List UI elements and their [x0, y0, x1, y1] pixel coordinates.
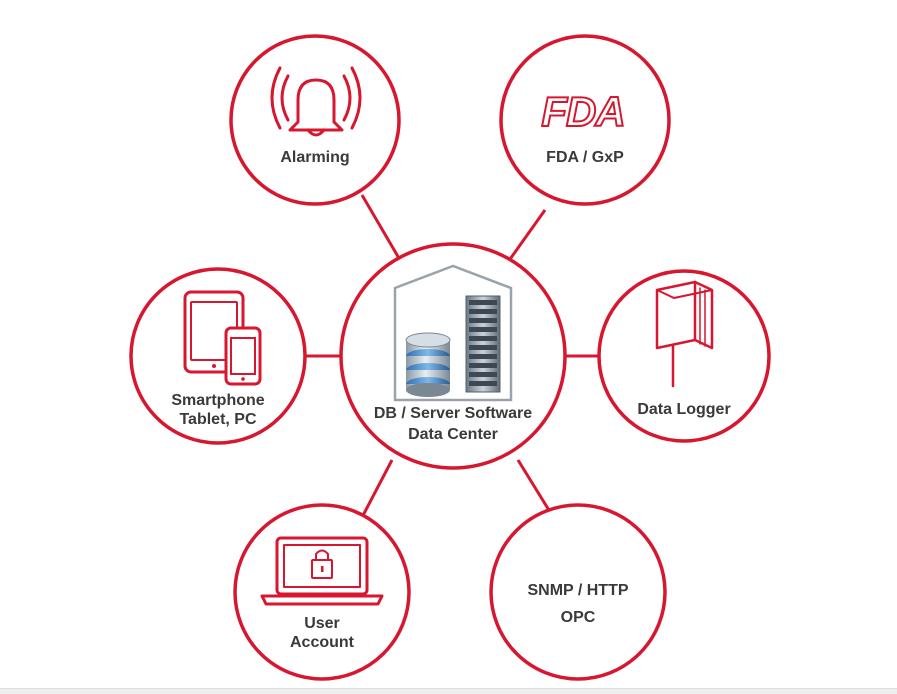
- node-fda[interactable]: FDA FDA / GxP: [499, 34, 671, 206]
- node-center[interactable]: DB / Server Software Data Center: [339, 242, 567, 470]
- node-alarming[interactable]: Alarming: [229, 34, 401, 206]
- footer-bar: [0, 688, 897, 694]
- data-logger-icon: [655, 280, 714, 388]
- center-label-line2: Data Center: [408, 426, 498, 443]
- node-user-account[interactable]: User Account: [233, 503, 411, 681]
- laptop-lock-icon: [260, 536, 384, 606]
- server-rack-icon: [465, 295, 501, 393]
- node-smartphone[interactable]: Smartphone Tablet, PC: [129, 267, 307, 445]
- smartphone-label-line2: Tablet, PC: [179, 411, 256, 428]
- user-account-label-line1: User: [304, 615, 340, 632]
- snmp-label-line2: OPC: [561, 609, 596, 626]
- smartphone-label-line1: Smartphone: [171, 392, 264, 409]
- database-icon: [405, 332, 451, 397]
- data-logger-label: Data Logger: [637, 401, 730, 418]
- user-account-label-line2: Account: [290, 634, 355, 651]
- node-snmp[interactable]: SNMP / HTTP OPC: [489, 503, 667, 681]
- connectors: [305, 194, 599, 526]
- snmp-label-line1: SNMP / HTTP: [527, 582, 628, 599]
- alarming-label: Alarming: [280, 149, 349, 166]
- tablet-smartphone-icon: [183, 290, 262, 386]
- connector-fda: [506, 209, 547, 263]
- fda-logo-text: FDA: [541, 88, 624, 135]
- fda-label: FDA / GxP: [546, 149, 624, 166]
- center-label-line1: DB / Server Software: [374, 405, 532, 422]
- server-house-icon: [393, 264, 513, 402]
- connector-alarming: [360, 194, 402, 261]
- fda-logo-icon: FDA: [540, 87, 626, 136]
- node-data-logger[interactable]: Data Logger: [597, 269, 771, 443]
- alarm-bell-icon: [270, 66, 362, 137]
